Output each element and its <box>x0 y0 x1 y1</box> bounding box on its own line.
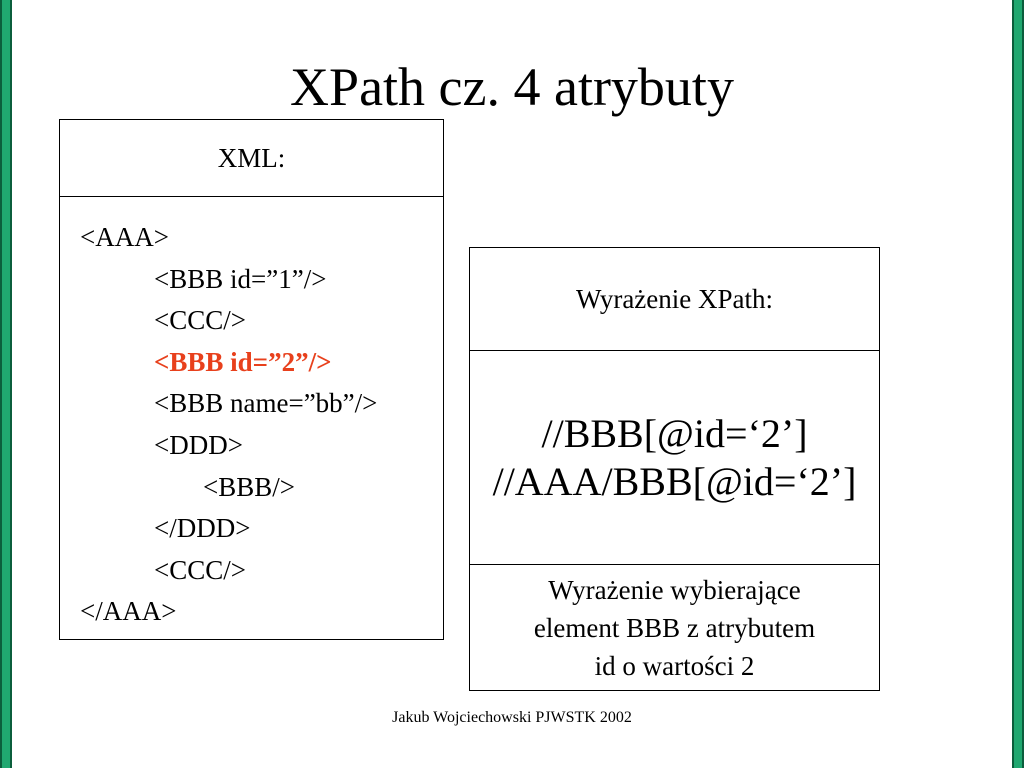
description-line: Wyrażenie wybierające <box>548 574 801 605</box>
slide-footer: Jakub Wojciechowski PJWSTK 2002 <box>392 709 632 726</box>
xml-box: XML: <AAA> <BBB id=”1”/> <CCC/> <BBB id=… <box>59 119 444 640</box>
xml-line: <BBB id=”1”/> <box>154 263 327 294</box>
description-line: element BBB z atrybutem <box>533 612 816 643</box>
xml-line: </DDD> <box>154 513 251 544</box>
xml-line: <CCC/> <box>154 305 246 336</box>
description-line: id o wartości 2 <box>594 650 755 681</box>
xpath-expression: //BBB[@id=‘2’] <box>541 410 808 456</box>
left-decorative-bar <box>0 0 12 768</box>
xpath-expression: //AAA/BBB[@id=‘2’] <box>492 458 857 504</box>
xml-line: <DDD> <box>154 429 243 460</box>
xpath-description: Wyrażenie wybierające element BBB z atry… <box>470 565 879 690</box>
right-decorative-bar <box>1012 0 1024 768</box>
xml-line: <CCC/> <box>154 554 246 585</box>
xml-line: <BBB/> <box>203 471 295 502</box>
xml-line: <AAA> <box>80 222 169 252</box>
xml-line-highlighted: <BBB id=”2”/> <box>154 346 332 377</box>
xml-line: </AAA> <box>80 596 177 627</box>
xml-box-header: XML: <box>60 120 443 197</box>
xml-code-block: <AAA> <BBB id=”1”/> <CCC/> <BBB id=”2”/>… <box>60 197 443 633</box>
slide-title: XPath cz. 4 atrybuty <box>290 57 734 117</box>
xpath-expressions: //BBB[@id=‘2’] //AAA/BBB[@id=‘2’] <box>470 351 879 565</box>
xpath-box-header: Wyrażenie XPath: <box>470 248 879 351</box>
xml-line: <BBB name=”bb”/> <box>154 388 378 419</box>
xpath-box: Wyrażenie XPath: //BBB[@id=‘2’] //AAA/BB… <box>469 247 880 691</box>
